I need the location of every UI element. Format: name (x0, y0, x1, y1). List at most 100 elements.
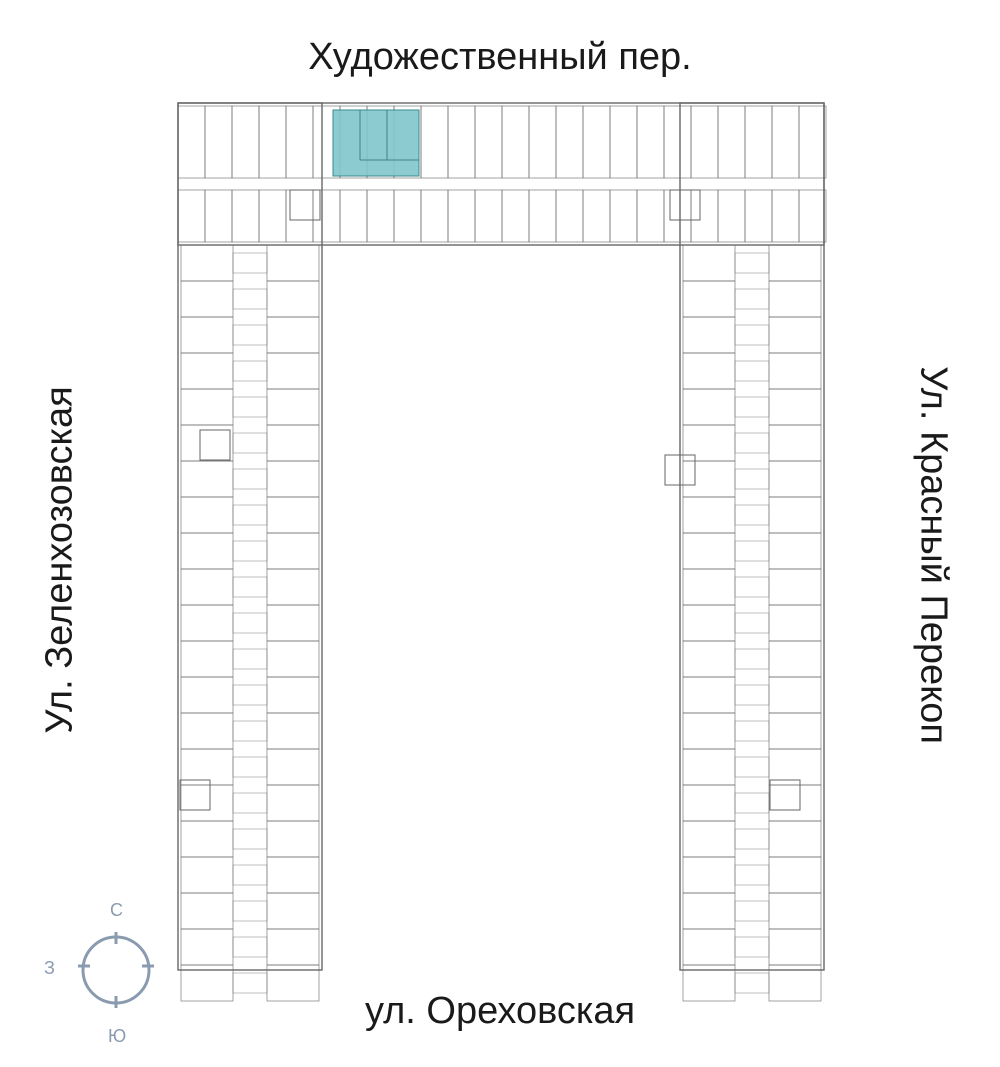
room-west (180, 316, 234, 354)
room (231, 105, 260, 179)
room-west (266, 352, 320, 390)
room (582, 189, 611, 243)
room-east (768, 640, 822, 678)
room-west (180, 640, 234, 678)
corridor-east (734, 972, 770, 994)
building-east-wing (679, 102, 825, 971)
room-west (180, 388, 234, 426)
corridor-west (232, 612, 268, 634)
room-west (266, 532, 320, 570)
corridor-east (734, 900, 770, 922)
room-west (180, 352, 234, 390)
room (177, 189, 206, 243)
room-east (682, 712, 736, 750)
room-west (180, 532, 234, 570)
room (528, 189, 557, 243)
room-west (266, 568, 320, 606)
apartments-layer (177, 102, 827, 1002)
room-west (180, 712, 234, 750)
room-west (266, 496, 320, 534)
room (609, 189, 638, 243)
room-east (768, 424, 822, 462)
stair-core (769, 779, 801, 811)
room-east (768, 460, 822, 498)
corridor-east (734, 396, 770, 418)
room (447, 105, 476, 179)
corridor-east (734, 432, 770, 454)
corridor-east (734, 792, 770, 814)
corridor-west (232, 540, 268, 562)
corridor-west (232, 504, 268, 526)
room-west (266, 712, 320, 750)
room-west (266, 316, 320, 354)
room-east (768, 820, 822, 858)
room-west (266, 280, 320, 318)
room (744, 189, 773, 243)
corridor-west (232, 288, 268, 310)
room-west (266, 856, 320, 894)
room-east (768, 856, 822, 894)
room-east (768, 244, 822, 282)
corridor-east (734, 936, 770, 958)
room-west (180, 460, 234, 498)
room-east (682, 568, 736, 606)
room-west (180, 820, 234, 858)
room-east (682, 784, 736, 822)
room-west (266, 244, 320, 282)
corridor-east (734, 828, 770, 850)
room (501, 189, 530, 243)
room (339, 189, 368, 243)
room (771, 189, 800, 243)
room (258, 105, 287, 179)
room (717, 189, 746, 243)
corridor-west (232, 972, 268, 994)
room-east (682, 676, 736, 714)
corridor-west (232, 324, 268, 346)
corridor-west (232, 576, 268, 598)
room-east (768, 388, 822, 426)
stair-core (199, 429, 231, 461)
room-west (180, 604, 234, 642)
stair-core (664, 454, 696, 486)
room-west (266, 892, 320, 930)
corridor-east (734, 252, 770, 274)
room-east (682, 640, 736, 678)
room-west (180, 568, 234, 606)
room-west (266, 640, 320, 678)
room (393, 189, 422, 243)
building-west-wing (177, 102, 323, 971)
room (663, 105, 692, 179)
room-west (266, 820, 320, 858)
corridor-east (734, 360, 770, 382)
corridor-west (232, 396, 268, 418)
street-label-left: Ул. Зеленхозовская (38, 386, 81, 734)
selected-apartment[interactable] (332, 109, 420, 177)
street-label-bottom: ул. Ореховская (364, 990, 636, 1032)
corridor-east (734, 504, 770, 526)
room-west (266, 424, 320, 462)
compass (78, 932, 154, 1008)
building-north-wing (177, 102, 825, 246)
corridor-west (232, 648, 268, 670)
room-west (180, 280, 234, 318)
room-east (768, 676, 822, 714)
corridor-east (734, 684, 770, 706)
room (582, 105, 611, 179)
room-east (768, 928, 822, 966)
corridor-west (232, 252, 268, 274)
corridor-west (232, 900, 268, 922)
room-west (266, 388, 320, 426)
room-east (682, 496, 736, 534)
room (690, 105, 719, 179)
room (285, 105, 314, 179)
room-west (180, 856, 234, 894)
stair-core (669, 189, 701, 221)
room (663, 189, 692, 243)
corridor-east (734, 540, 770, 562)
corridor-west (232, 432, 268, 454)
corridor-west (232, 756, 268, 778)
room-east (682, 892, 736, 930)
room (528, 105, 557, 179)
corridor-east (734, 288, 770, 310)
room-west (180, 928, 234, 966)
